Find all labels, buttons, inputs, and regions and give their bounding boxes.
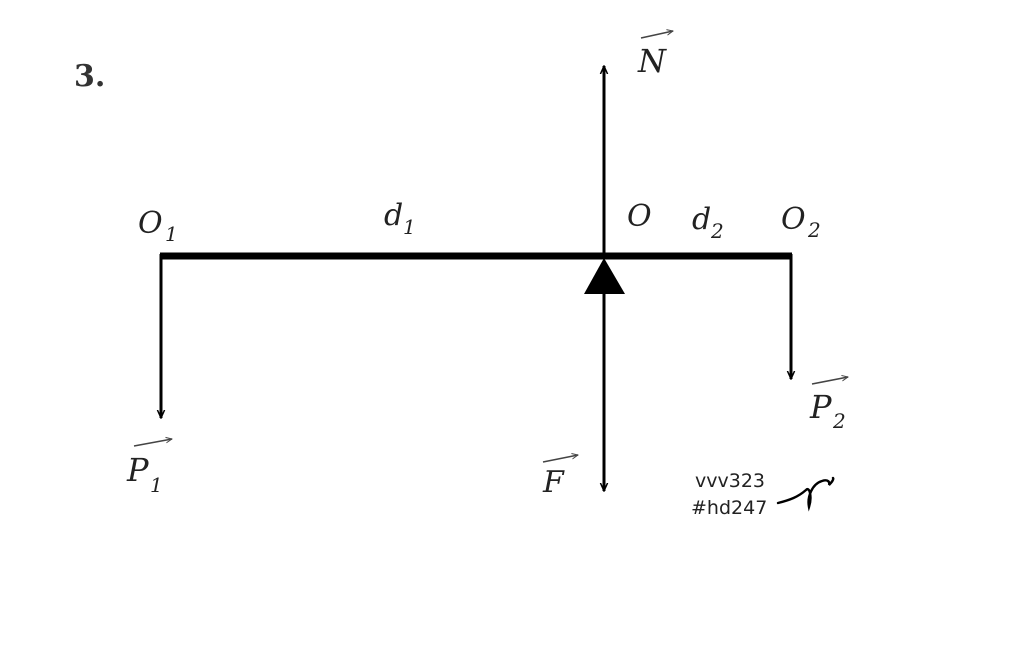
label-d1-letter: d	[384, 198, 403, 233]
label-p2-letter: P	[809, 388, 832, 426]
label-p1-letter: P	[126, 451, 149, 489]
signature-scribble-icon	[776, 476, 835, 512]
watermark-stamp: vvv323 #hd247	[691, 470, 835, 519]
label-o2-sub: 2	[807, 218, 821, 242]
label-o1-sub: 1	[165, 222, 178, 246]
label-o2: O 2	[781, 202, 821, 242]
label-d2-sub: 2	[710, 219, 724, 243]
stamp-line1: vvv323	[695, 470, 765, 492]
label-d2: d 2	[692, 202, 724, 243]
label-p1-sub: 1	[150, 473, 163, 497]
label-f-letter: F	[542, 465, 565, 500]
vector-overarrow-icon	[811, 377, 848, 385]
label-f: F	[542, 455, 578, 500]
stamp-line2: #hd247	[691, 497, 767, 519]
problem-number: 3.	[74, 59, 105, 94]
label-d1-sub: 1	[403, 215, 416, 239]
label-n: N	[637, 31, 673, 80]
label-n-letter: N	[637, 42, 667, 80]
label-d2-letter: d	[692, 202, 711, 237]
fulcrum-support	[584, 258, 625, 294]
label-o1: O 1	[138, 206, 178, 246]
vector-overarrow-icon	[542, 455, 578, 463]
vector-overarrow-icon	[640, 31, 673, 39]
label-o1-letter: O	[138, 206, 163, 241]
label-o: O	[627, 199, 652, 234]
label-p1: P 1	[126, 439, 172, 497]
label-p2: P 2	[809, 377, 848, 433]
label-p2-sub: 2	[832, 409, 846, 433]
label-o2-letter: O	[781, 202, 806, 237]
label-d1: d 1	[384, 198, 416, 239]
vector-overarrow-icon	[133, 439, 172, 447]
